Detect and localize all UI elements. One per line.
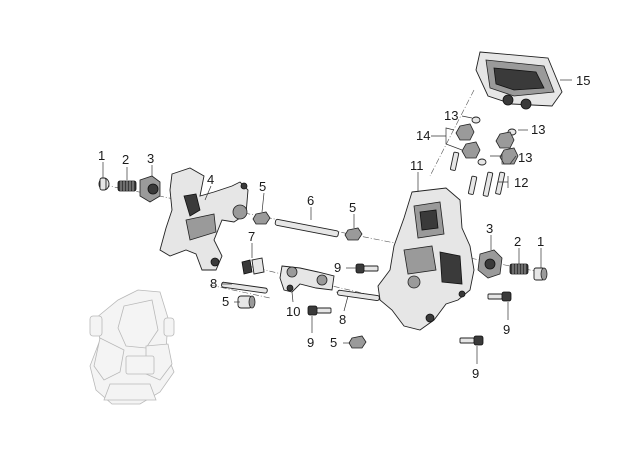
clip [241, 257, 265, 275]
cap-right [533, 267, 548, 281]
callout-8-right: 8 [339, 312, 346, 327]
callout-9-center: 9 [334, 260, 341, 275]
callout-5-lower-left: 5 [222, 294, 229, 309]
bolt-lower-left [307, 305, 332, 316]
damper-left-lower [461, 141, 481, 159]
callout-5-middle: 5 [349, 200, 356, 215]
knob-left [139, 175, 161, 203]
callout-labels: 1 2 3 4 5 6 5 7 8 5 10 9 8 5 9 9 9 11 3 … [98, 73, 590, 381]
nut-upper-left [252, 211, 271, 225]
bolt-lower-right [459, 335, 484, 346]
callout-2-left: 2 [122, 152, 129, 167]
assembled-view-illustration [89, 289, 175, 405]
callout-11: 11 [410, 158, 424, 173]
spring-right [509, 263, 529, 275]
spring-left [117, 180, 137, 192]
bushing-lower-left [237, 295, 256, 309]
long-bolt [274, 218, 339, 238]
bolt-center [355, 263, 379, 274]
callout-6: 6 [307, 193, 314, 208]
main-support-bracket [377, 187, 475, 331]
callout-10: 10 [286, 304, 300, 319]
pin-left [221, 281, 268, 294]
callout-3-left: 3 [147, 151, 154, 166]
grommet-center [477, 158, 487, 166]
callout-13-upper-right: 13 [531, 122, 545, 137]
callout-1-right: 1 [537, 234, 544, 249]
callout-7: 7 [248, 229, 255, 244]
knob-right [477, 249, 503, 279]
callout-12: 12 [514, 175, 528, 190]
cap-left [98, 177, 110, 191]
nut-bottom [348, 335, 367, 349]
callout-14: 14 [416, 128, 430, 143]
nut-middle [344, 227, 363, 241]
callout-9-lower-right: 9 [472, 366, 479, 381]
callout-15: 15 [576, 73, 590, 88]
leader-lines [102, 79, 572, 364]
bolt-right [487, 291, 512, 302]
callout-5-bottom: 5 [330, 335, 337, 350]
damper-left-upper [455, 123, 475, 141]
bolt-set-upper [449, 151, 506, 197]
callout-8-left: 8 [210, 276, 217, 291]
callout-2-right: 2 [514, 234, 521, 249]
callout-5-upper: 5 [259, 179, 266, 194]
callout-3-right: 3 [486, 221, 493, 236]
damper-right-upper [495, 131, 515, 149]
pin-right [337, 289, 380, 301]
callout-9-right: 9 [503, 322, 510, 337]
callout-13-lower: 13 [518, 150, 532, 165]
left-mounting-bracket [159, 167, 249, 271]
grommet-upper [471, 116, 481, 124]
adjuster-linkage [279, 265, 335, 293]
callout-9-lower-left: 9 [307, 335, 314, 350]
damper-right-lower [499, 147, 519, 165]
callout-1-left: 1 [98, 148, 105, 163]
callout-4: 4 [207, 172, 214, 187]
callout-13-upper-left: 13 [444, 108, 458, 123]
instrument-cluster [475, 51, 563, 110]
